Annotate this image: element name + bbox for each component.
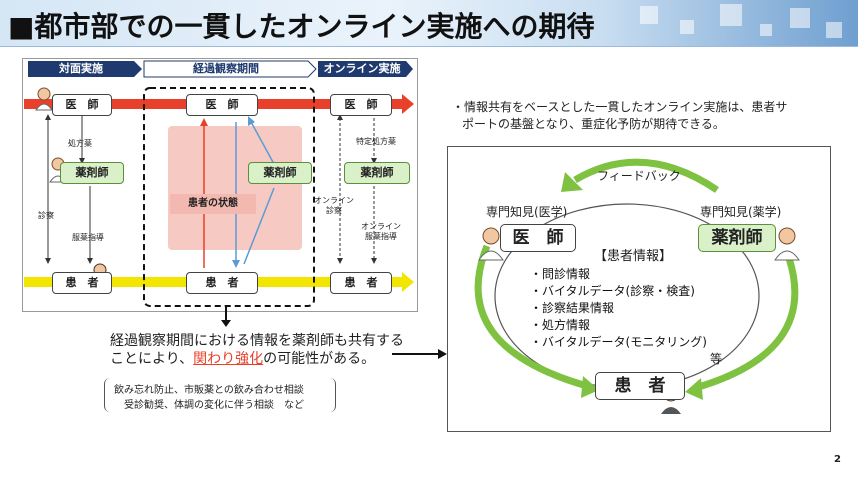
info-item: ・処方情報	[530, 318, 591, 332]
info-item: ・バイタルデータ(モニタリング)	[530, 335, 707, 349]
label-online-medication-guidance: オンライン 服薬指導	[361, 222, 401, 241]
info-item: ・問診情報	[530, 267, 591, 281]
patient-box: 患 者	[595, 372, 685, 400]
pharmacist-box: 薬剤師	[698, 224, 776, 252]
online-patient-box: 患 者	[330, 272, 392, 294]
expertise-medical-label: 専門知見(医学)	[486, 205, 568, 219]
caption-line2: ことにより、関わり強化の可能性がある。	[110, 351, 376, 367]
header-observation-period: 経過観察期間	[193, 62, 259, 75]
examples-line2: 受診勧奨、体調の変化に伴う相談 など	[124, 400, 304, 411]
info-item: ・バイタルデータ(診察・検査)	[530, 284, 695, 298]
intro-line2: ポートの基盤となり、重症化予防が期待できる。	[462, 117, 725, 131]
info-title: 【患者情報】	[594, 249, 673, 264]
online-doctor-box: 医 師	[330, 94, 392, 116]
label-specific-prescription: 特定処方薬	[356, 137, 396, 146]
info-item: ・診察結果情報	[530, 301, 615, 315]
title-banner	[0, 0, 858, 47]
observation-patient-box: 患 者	[186, 272, 258, 294]
in-person-pharmacist-box: 薬剤師	[60, 162, 124, 184]
pharmacist-to-patient-arrow	[694, 256, 799, 392]
patient-status-label: 患者の状態	[170, 194, 256, 214]
right-diagram-graphics	[474, 158, 800, 414]
examples-bracket	[104, 378, 336, 412]
header-online: オンライン実施	[323, 62, 401, 75]
label-consultation: 診察	[38, 211, 54, 220]
observation-pharmacist-box: 薬剤師	[248, 162, 312, 184]
examples-line1: 飲み忘れ防止、市販薬との飲み合わせ相談	[114, 385, 304, 396]
expertise-pharma-label: 専門知見(薬学)	[700, 205, 782, 219]
feedback-arrow	[573, 158, 719, 193]
doctor-person-icon	[35, 87, 53, 111]
right-arrow	[392, 349, 447, 359]
label-prescription: 処方薬	[68, 139, 92, 148]
in-person-patient-box: 患 者	[52, 272, 112, 294]
page-title: ■都市部での一貫したオンライン実施への期待	[8, 10, 595, 43]
observation-period-box	[143, 87, 315, 307]
info-etc: 等	[710, 352, 723, 366]
down-arrow	[221, 306, 231, 327]
page-number: 2	[834, 454, 841, 465]
caption-line1: 経過観察期間における情報を薬剤師も共有する	[110, 333, 404, 349]
label-online-consultation: オンライン 診察	[314, 196, 354, 215]
phase-header-arrows	[28, 60, 413, 78]
label-medication-guidance: 服薬指導	[72, 233, 104, 242]
doctor-to-patient-arrow	[474, 244, 588, 390]
intro-line1: ・情報共有をベースとした一貫したオンライン実施は、患者サ	[452, 100, 788, 114]
doctor-figure-icon	[478, 227, 504, 261]
patient-status-area	[168, 126, 302, 250]
feedback-label: フィードバック	[597, 169, 681, 183]
pharmacist-figure-icon	[774, 227, 800, 261]
header-in-person: 対面実施	[59, 62, 103, 75]
in-person-doctor-box: 医 師	[52, 94, 112, 116]
doctor-box: 医 師	[500, 224, 576, 252]
online-pharmacist-box: 薬剤師	[344, 162, 410, 184]
caption-highlight: 関わり強化	[193, 351, 264, 367]
observation-doctor-box: 医 師	[186, 94, 258, 116]
